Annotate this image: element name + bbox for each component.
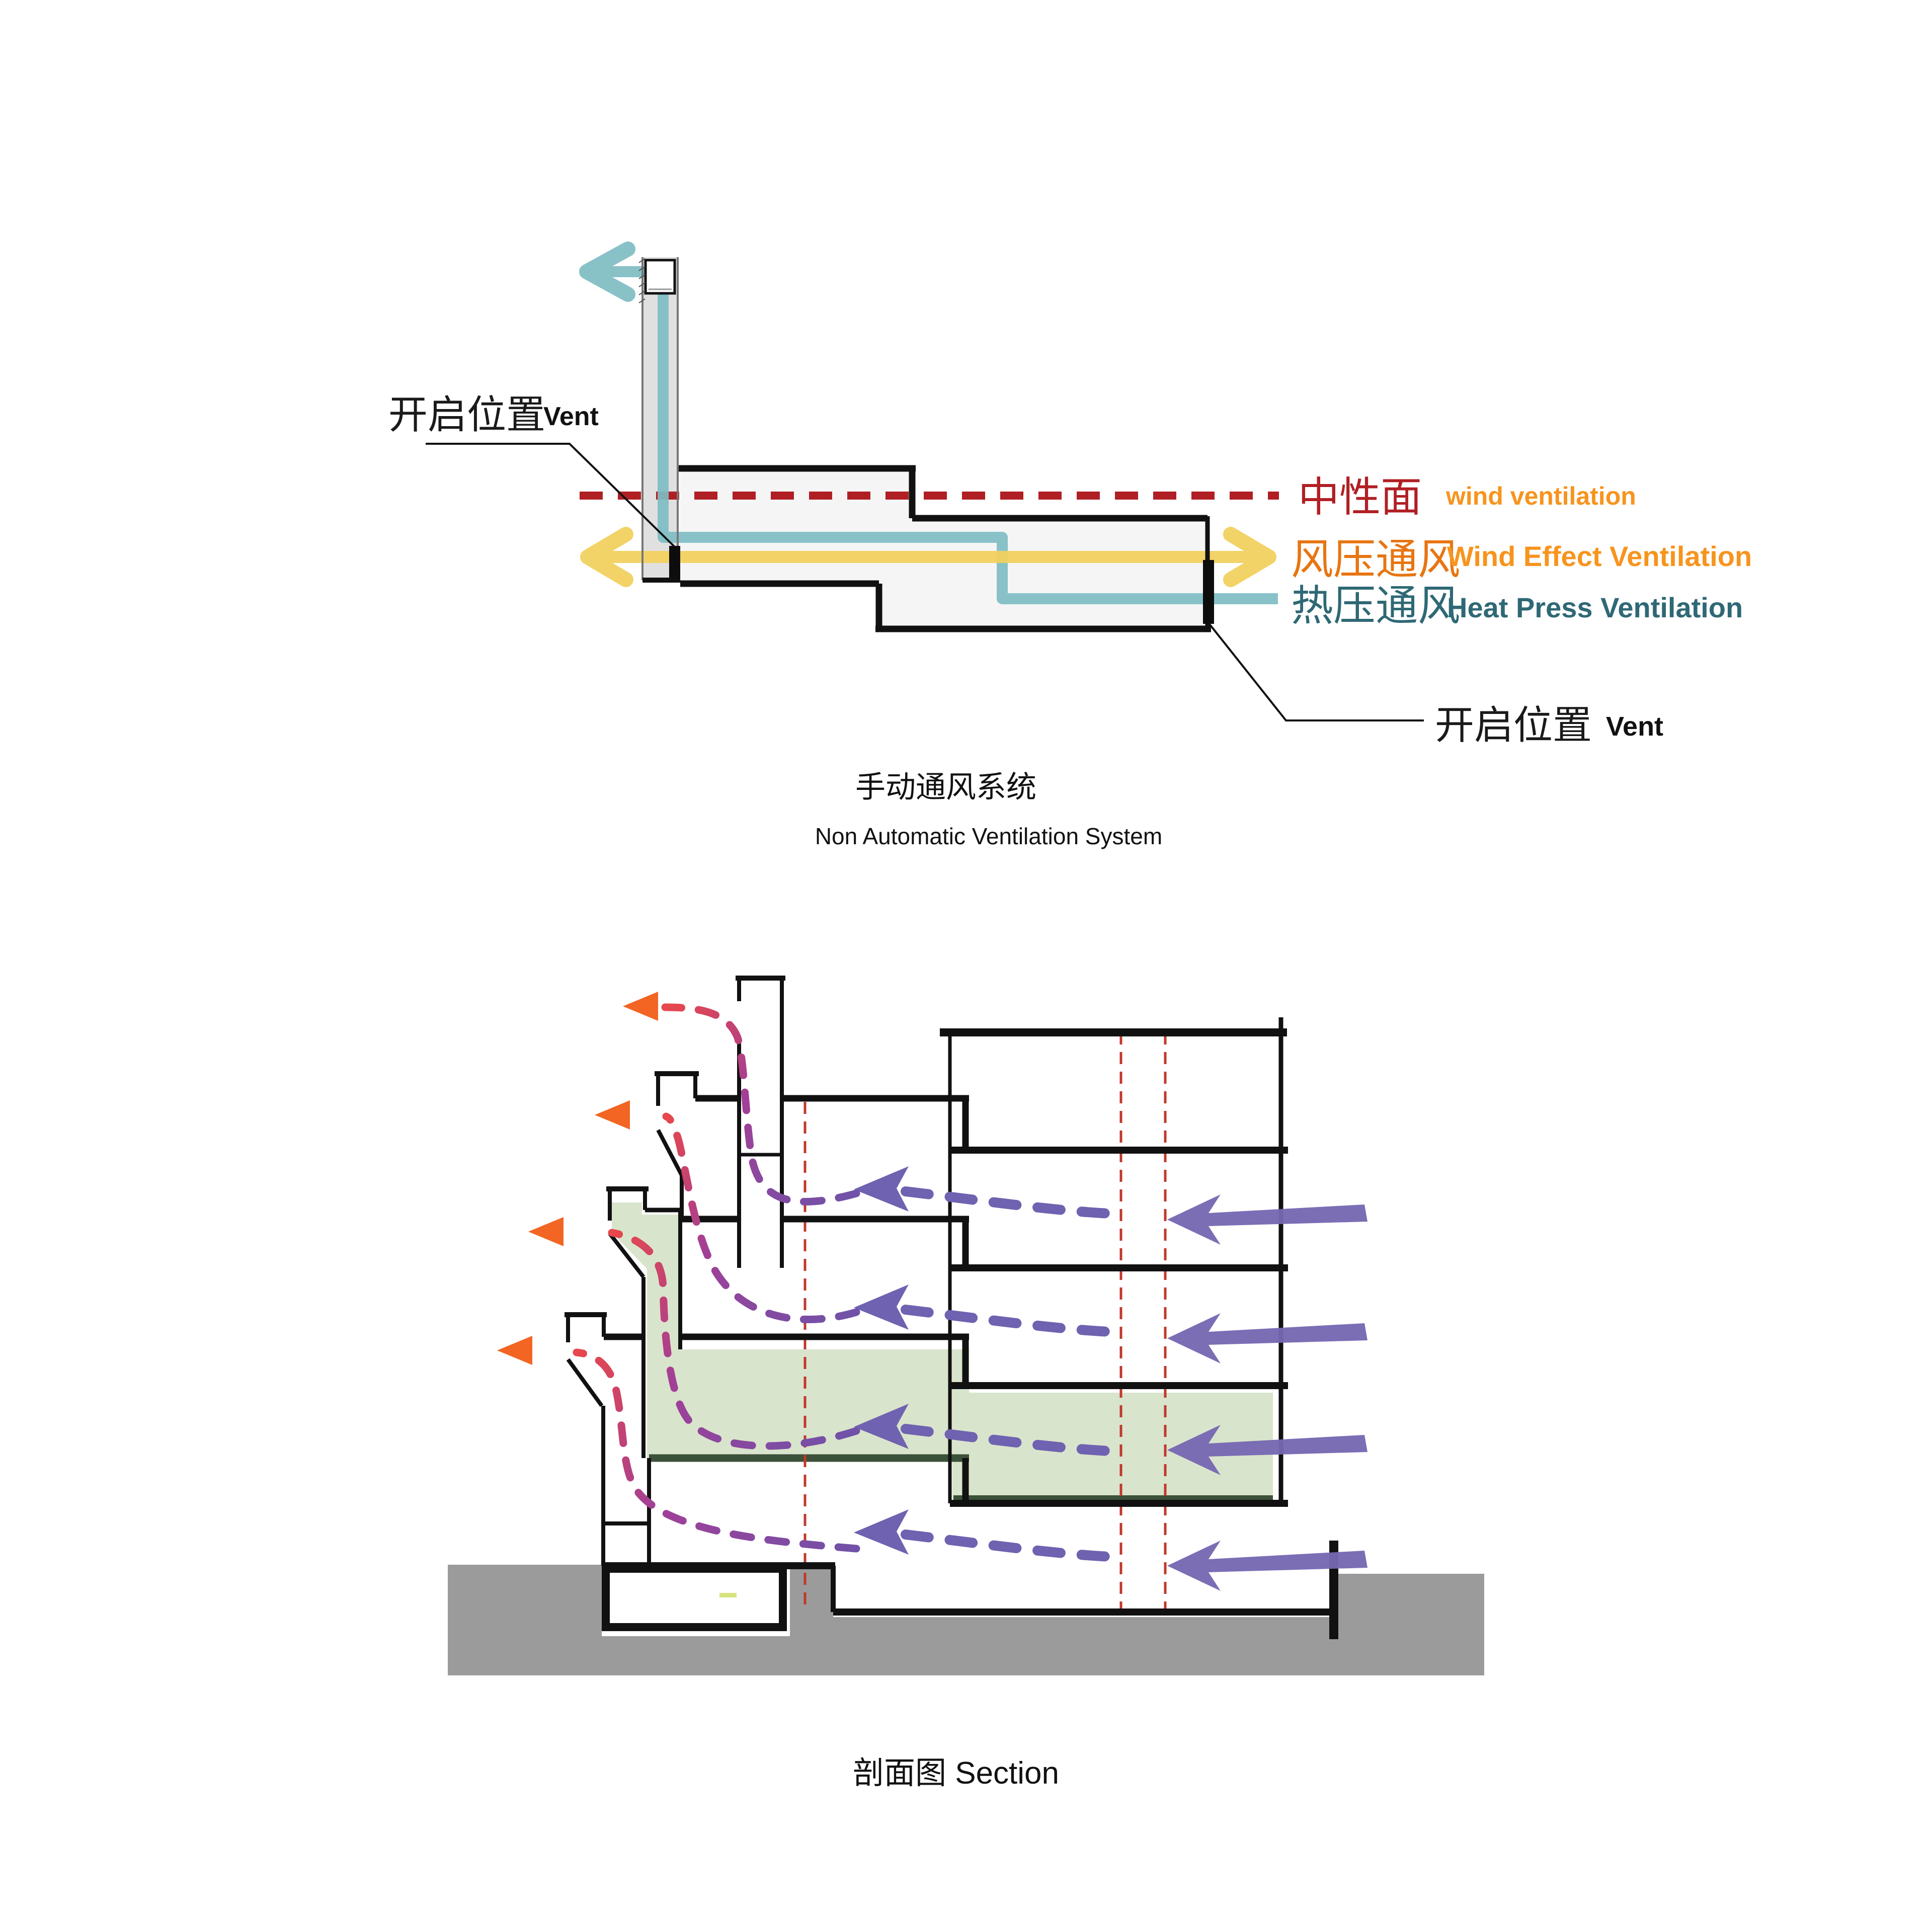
interior-flow-arrow-icon: [854, 1509, 909, 1555]
basement: [602, 1565, 787, 1631]
legend-wind-cn: 风压通风: [1291, 536, 1460, 583]
leader-line-left: [426, 443, 675, 547]
vent-marker-left: [669, 546, 680, 579]
vent-label-right-cn: 开启位置: [1435, 703, 1592, 747]
inflow-arrow-icon: [1167, 1313, 1367, 1363]
manual-ventilation-diagram: 开启位置 Vent 中性面 wind ventilation 风压通风 Wind…: [388, 242, 1752, 849]
exhaust-arrow-icon: [528, 1217, 564, 1246]
vent-label-left-en: Vent: [543, 402, 599, 431]
ground: [448, 1565, 1484, 1675]
wind-effect-flow-arrow-icon: [580, 527, 1276, 587]
interior-flow-arrow-icon: [854, 1404, 909, 1449]
section-title: 剖面图 Section: [853, 1756, 1059, 1791]
vent-label-left-cn: 开启位置: [388, 392, 545, 437]
legend-wind-en: Wind Effect Ventilation: [1447, 540, 1752, 572]
building-structure: [565, 976, 1338, 1616]
interior-flow-arrow-icon: [854, 1166, 909, 1212]
vent-marker-right: [1203, 560, 1214, 624]
vent-label-right-en: Vent: [1606, 711, 1663, 742]
legend-neutral-cn: 中性面: [1298, 474, 1422, 520]
rising-flow-paths: [573, 1003, 860, 1553]
top-diagram-title-en: Non Automatic Ventilation System: [815, 823, 1162, 849]
section-diagram: 剖面图 Section: [448, 976, 1484, 1791]
top-diagram-title-cn: 手动通风系统: [855, 770, 1036, 804]
exhaust-arrow-icon: [497, 1336, 532, 1365]
exhaust-arrows: [497, 992, 658, 1365]
building-volumes: [642, 257, 1208, 629]
chimney-cap: [638, 258, 676, 303]
rising-flow-path: [573, 1348, 860, 1553]
inflow-arrow-icon: [1167, 1425, 1367, 1475]
inflow-arrow-icon: [1167, 1194, 1367, 1245]
rising-flow-path: [662, 1112, 860, 1323]
building-volume-upper: [680, 468, 912, 584]
inflow-arrow-icon: [1167, 1541, 1367, 1591]
exhaust-arrow-icon: [595, 1100, 630, 1130]
chimney-hatch: [638, 258, 646, 303]
legend-heat-cn: 热压通风: [1291, 582, 1460, 629]
legend-heat-en: Heat Press Ventilation: [1447, 592, 1743, 623]
exhaust-arrow-icon: [623, 992, 658, 1021]
legend-neutral-en: wind ventilation: [1445, 482, 1636, 510]
basement-marker: [719, 1593, 737, 1597]
rising-flow-path: [661, 1003, 860, 1205]
grid-lines: [803, 1032, 1167, 1609]
leader-line-right: [1208, 622, 1424, 721]
interior-flow-arrows: [854, 1166, 1114, 1562]
building-outlines: [641, 257, 1211, 632]
interior-flow-arrow-icon: [854, 1284, 909, 1330]
rising-flow-path: [608, 1229, 860, 1450]
green-ventilation-zone: [612, 1202, 969, 1458]
wind-inflow-arrows: [1167, 1194, 1367, 1591]
